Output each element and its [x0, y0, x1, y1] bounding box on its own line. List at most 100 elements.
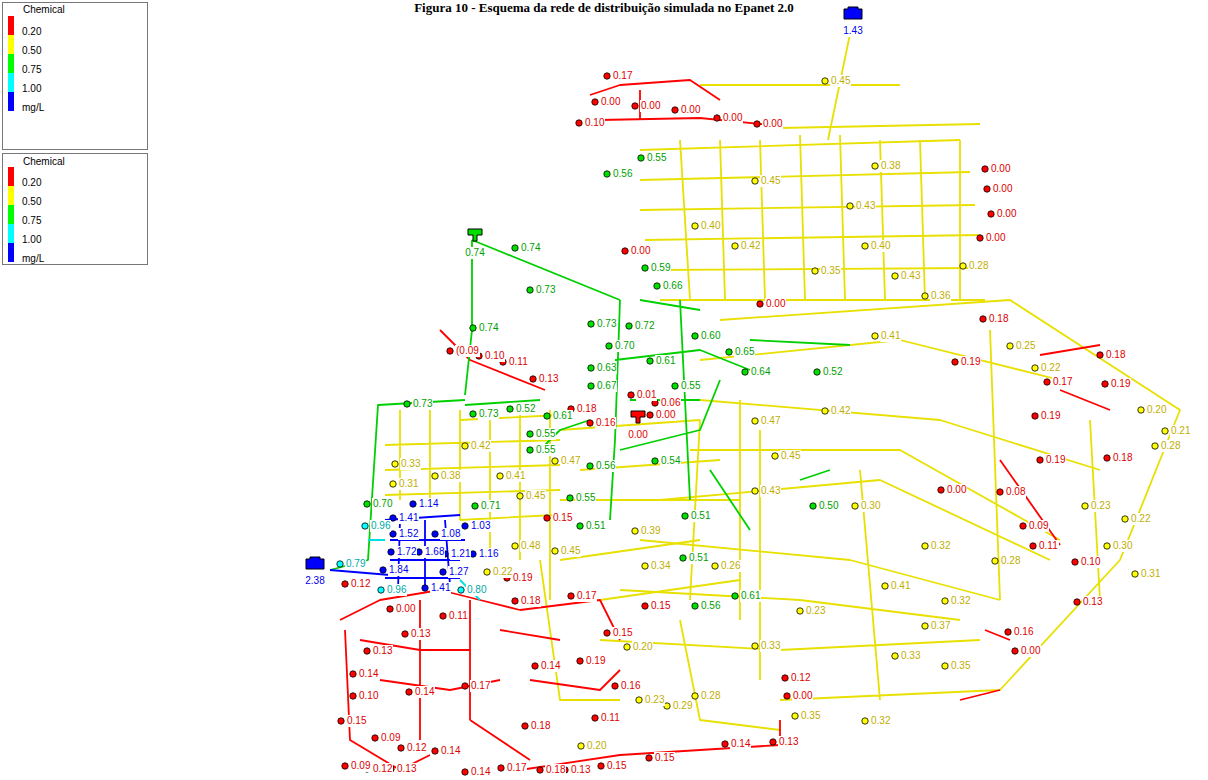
concentration-label: 0.19 [512, 572, 533, 584]
concentration-label: 0.70 [614, 340, 635, 352]
concentration-label: 0.32 [930, 540, 951, 552]
junction-dot [337, 561, 343, 567]
concentration-label: 0.51 [585, 520, 606, 532]
legend-text: 0.50 [22, 196, 41, 208]
junction-dot [938, 487, 944, 493]
junction-dot [692, 693, 698, 699]
concentration-label: 1.14 [418, 498, 439, 510]
concentration-label: 0.47 [760, 415, 781, 427]
concentration-label: 0.56 [595, 460, 616, 472]
concentration-label: 0.64 [750, 366, 771, 378]
concentration-label: 0.51 [690, 510, 711, 522]
reservoir-node: 1.43 [836, 6, 870, 38]
junction-dot [632, 528, 638, 534]
junction-dot [1104, 455, 1110, 461]
concentration-label: 0.51 [688, 552, 709, 564]
junction-dot [587, 463, 593, 469]
concentration-label: 0.25 [1015, 340, 1036, 352]
junction-dot [388, 549, 394, 555]
concentration-label: 0.28 [1160, 440, 1181, 452]
concentration-label: 0.32 [870, 715, 891, 727]
concentration-label: 1.03 [470, 520, 491, 532]
tank-shape [631, 411, 645, 423]
concentration-label: 0.47 [560, 455, 581, 467]
concentration-label: 0.30 [860, 500, 881, 512]
junction-dot [988, 211, 994, 217]
concentration-label: 0.73 [596, 318, 617, 330]
concentration-label: 0.22 [1130, 513, 1151, 525]
concentration-label: 0.18 [545, 764, 566, 776]
tank-symbol [628, 410, 648, 424]
junction-dot [462, 683, 468, 689]
concentration-label: 0.14 [358, 668, 379, 680]
tank-node: 0.74 [458, 228, 492, 260]
concentration-label: 0.12 [406, 742, 427, 754]
concentration-label: 0.41 [890, 580, 911, 592]
concentration-label: 0.74 [478, 322, 499, 334]
legend-swatch [8, 243, 14, 262]
concentration-label: 0.71 [480, 500, 501, 512]
junction-dot [642, 265, 648, 271]
concentration-label: 0.06 [660, 397, 681, 409]
concentration-label: 0.61 [552, 410, 573, 422]
concentration-label: 0.08 [1005, 486, 1026, 498]
concentration-label: 0.12 [790, 672, 811, 684]
legend-text: 0.20 [22, 26, 41, 38]
concentration-label: 0.11 [600, 712, 621, 724]
junction-dot [378, 587, 384, 593]
concentration-label: 0.66 [662, 280, 683, 292]
concentration-label: 0.20 [1146, 404, 1167, 416]
junction-dot [797, 608, 803, 614]
concentration-label: 0.00 [792, 690, 813, 702]
junction-dot [652, 458, 658, 464]
junction-dot [726, 349, 732, 355]
junction-dot [672, 383, 678, 389]
junction-dot [1122, 516, 1128, 522]
junction-dot [440, 569, 446, 575]
concentration-label: 0.73 [478, 408, 499, 420]
legend-text: mg/L [22, 102, 44, 114]
junction-dot [682, 513, 688, 519]
junction-dot [462, 769, 468, 775]
concentration-label: 0.65 [734, 346, 755, 358]
concentration-label: 0.13 [778, 736, 799, 748]
legend-swatch [8, 54, 14, 73]
concentration-label: 0.16 [620, 680, 641, 692]
concentration-label: 0.13 [1082, 596, 1103, 608]
junction-dot [527, 447, 533, 453]
concentration-label: 0.33 [760, 640, 781, 652]
junction-dot [638, 155, 644, 161]
junction-dot [732, 593, 738, 599]
concentration-label: 0.14 [730, 738, 751, 750]
junction-dot [792, 713, 798, 719]
junction-dot [1030, 543, 1036, 549]
junction-dot [1132, 571, 1138, 577]
concentration-label: 0.55 [646, 152, 667, 164]
concentration-label: 0.79 [345, 558, 366, 570]
concentration-label: 0.35 [820, 265, 841, 277]
reservoir-symbol [305, 556, 325, 570]
concentration-label: 0.15 [654, 752, 675, 764]
concentration-label: 0.23 [805, 605, 826, 617]
concentration-label: 0.36 [930, 290, 951, 302]
junction-dot [362, 523, 368, 529]
junction-dot [497, 473, 503, 479]
concentration-label: 0.19 [1040, 410, 1061, 422]
concentration-label: 0.00 [985, 232, 1006, 244]
junction-dot [1152, 443, 1158, 449]
junction-dot [422, 585, 428, 591]
concentration-label: 0.16 [595, 417, 616, 429]
junction-dot [552, 458, 558, 464]
junction-dot [982, 166, 988, 172]
junction-dot [410, 501, 416, 507]
concentration-label: 0.74 [520, 242, 541, 254]
junction-dot [532, 663, 538, 669]
junction-dot [872, 163, 878, 169]
legend-text: 1.00 [22, 234, 41, 246]
concentration-label: 0.10 [358, 690, 379, 702]
junction-dot [992, 558, 998, 564]
concentration-label: 0.31 [398, 478, 419, 490]
junction-dot [922, 543, 928, 549]
junction-dot [1072, 559, 1078, 565]
junction-dot [1104, 543, 1110, 549]
